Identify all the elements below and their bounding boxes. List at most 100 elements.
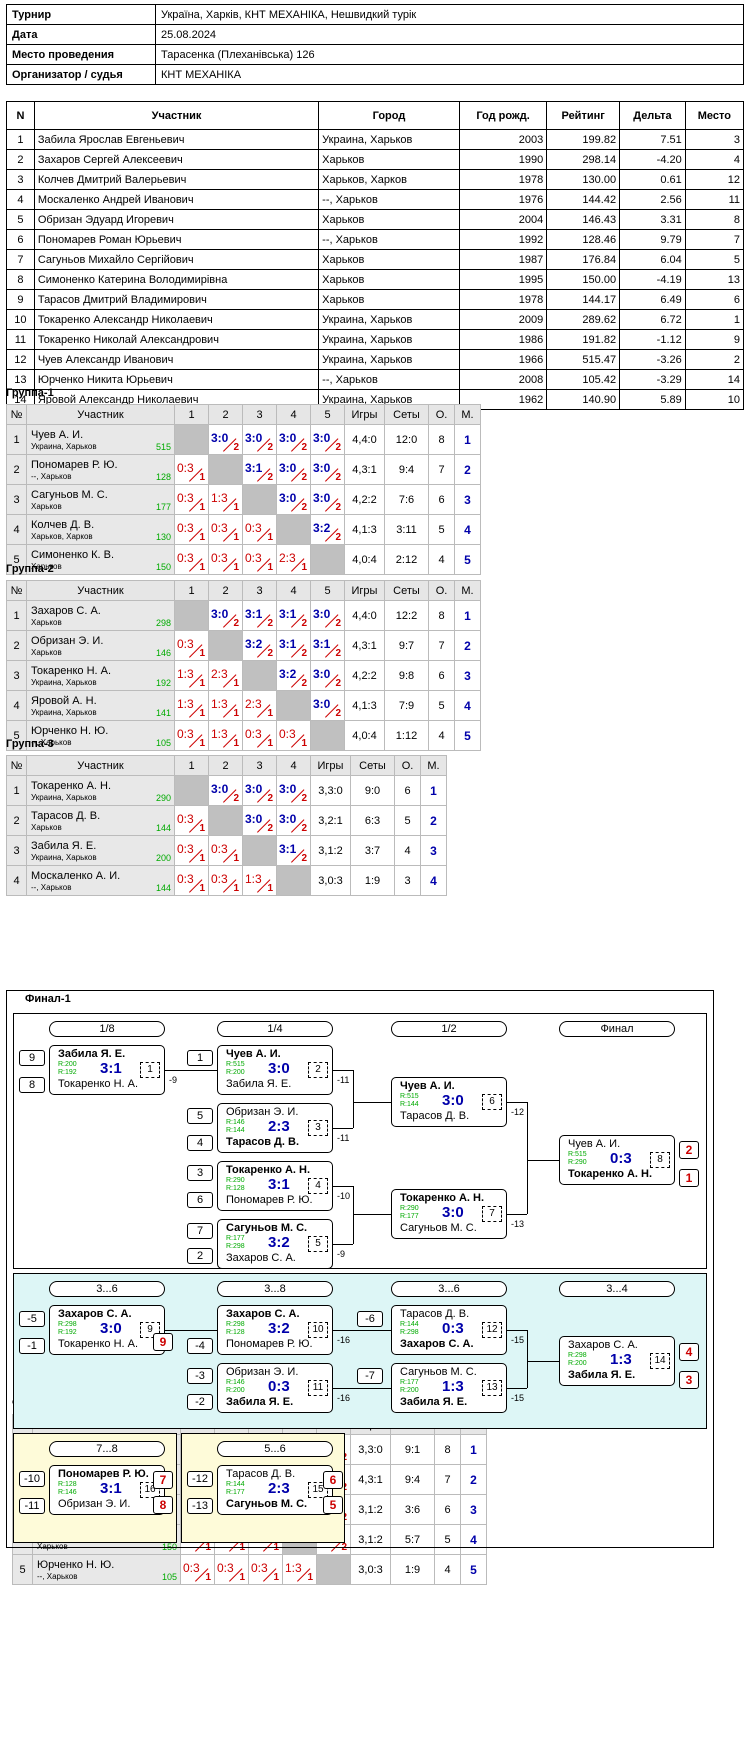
participant-cell: 6 xyxy=(684,289,745,310)
player-city: --, Харьков xyxy=(37,1571,78,1581)
loser-destination: -11 xyxy=(337,1133,350,1143)
participant-cell: 3 xyxy=(6,169,35,190)
player-name: Токаренко А. Н. xyxy=(31,779,112,792)
participant-cell: Токаренко Николай Александрович xyxy=(33,329,320,350)
match-score: 3:2 xyxy=(313,521,331,535)
self-cell xyxy=(174,424,209,455)
match-score: 3:0 xyxy=(211,782,229,796)
match-points: 2 xyxy=(335,618,341,629)
match-score: 1:3 xyxy=(211,727,228,741)
column-header: 1 xyxy=(174,755,209,776)
participant-cell: Харьков xyxy=(318,149,460,170)
participant-cell: Захаров Сергей Алексеевич xyxy=(33,149,320,170)
match-points: 2 xyxy=(335,678,341,689)
points-cell: 4 xyxy=(434,1554,461,1585)
participant-cell: Забила Ярослав Евгеньевич xyxy=(33,129,320,150)
sets-cell: 9:4 xyxy=(384,454,429,485)
final-place: 4 xyxy=(679,1343,699,1361)
final-place: 6 xyxy=(323,1471,343,1489)
games-cell: 4,1:3 xyxy=(344,690,385,721)
match-points: 2 xyxy=(301,618,307,629)
match-score: 0:3 xyxy=(610,1150,632,1167)
points-cell: 7 xyxy=(434,1464,461,1495)
player-city: Харьков xyxy=(31,561,62,571)
match-points: 1 xyxy=(205,1572,211,1583)
final-place: 8 xyxy=(153,1496,173,1514)
match-score: 0:3 xyxy=(245,727,262,741)
participant-cell: 1992 xyxy=(458,229,548,250)
row-number: 1 xyxy=(6,600,27,631)
match-score: 1:3 xyxy=(442,1378,464,1395)
match-score: 0:3 xyxy=(177,842,194,856)
player-rating: 200 xyxy=(155,853,171,863)
match-points: 2 xyxy=(301,472,307,483)
place-cell: 2 xyxy=(454,630,481,661)
match-score: 2:3 xyxy=(268,1118,290,1135)
match-points: 1 xyxy=(199,738,205,749)
player-b: Забила Я. Е. xyxy=(568,1369,636,1381)
match-score: 0:3 xyxy=(279,727,296,741)
participant-cell: 105.42 xyxy=(546,369,621,390)
column-header: 1 xyxy=(174,580,209,601)
games-cell: 4,0:4 xyxy=(344,720,385,751)
participant-cell: 5 xyxy=(684,249,745,270)
player-b: Пономарев Р. Ю. xyxy=(226,1194,313,1206)
match-number: 14 xyxy=(650,1353,670,1369)
participant-cell: Украина, Харьков xyxy=(318,309,460,330)
participant-cell: 144.42 xyxy=(546,189,621,210)
connector-line xyxy=(333,1070,353,1071)
participant-cell: -4.20 xyxy=(619,149,686,170)
row-number: 5 xyxy=(6,720,27,751)
participant-cell: 2009 xyxy=(458,309,548,330)
participant-cell: Украина, Харьков xyxy=(318,329,460,350)
match-score: 0:3 xyxy=(177,551,194,565)
match-score: 0:3 xyxy=(211,842,228,856)
games-cell: 3,1:2 xyxy=(350,1524,391,1555)
sets-cell: 1:9 xyxy=(390,1554,435,1585)
participant-cell: 7 xyxy=(684,229,745,250)
player-b: Токаренко Н. А. xyxy=(58,1338,139,1350)
seed-number: 7 xyxy=(187,1223,213,1239)
participant-cell: Харьков xyxy=(318,289,460,310)
participant-cell: Сагуньов Михайло Сергійович xyxy=(33,249,320,270)
seed-number: -2 xyxy=(187,1394,213,1410)
participant-cell: 12 xyxy=(684,169,745,190)
column-header: N xyxy=(6,101,35,130)
participant-cell: 6.04 xyxy=(619,249,686,270)
info-label: Место проведения xyxy=(6,44,156,65)
player-rating: 130 xyxy=(155,532,171,542)
